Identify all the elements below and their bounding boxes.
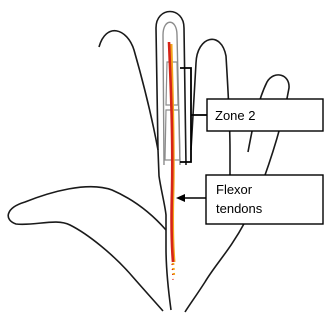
flexor-label-line2: tendons [216, 201, 263, 216]
flexor-tendon-dotted-end-red [172, 264, 173, 280]
flexor-tendon-dotted-end [173, 263, 174, 278]
zone-2-label: Zone 2 [215, 108, 255, 123]
thumb-outline [8, 187, 166, 311]
flexor-label-line1: Flexor [216, 182, 253, 197]
zone-2-bracket [180, 68, 200, 162]
flexor-arrowhead [176, 194, 185, 202]
hand-outline [99, 31, 171, 310]
